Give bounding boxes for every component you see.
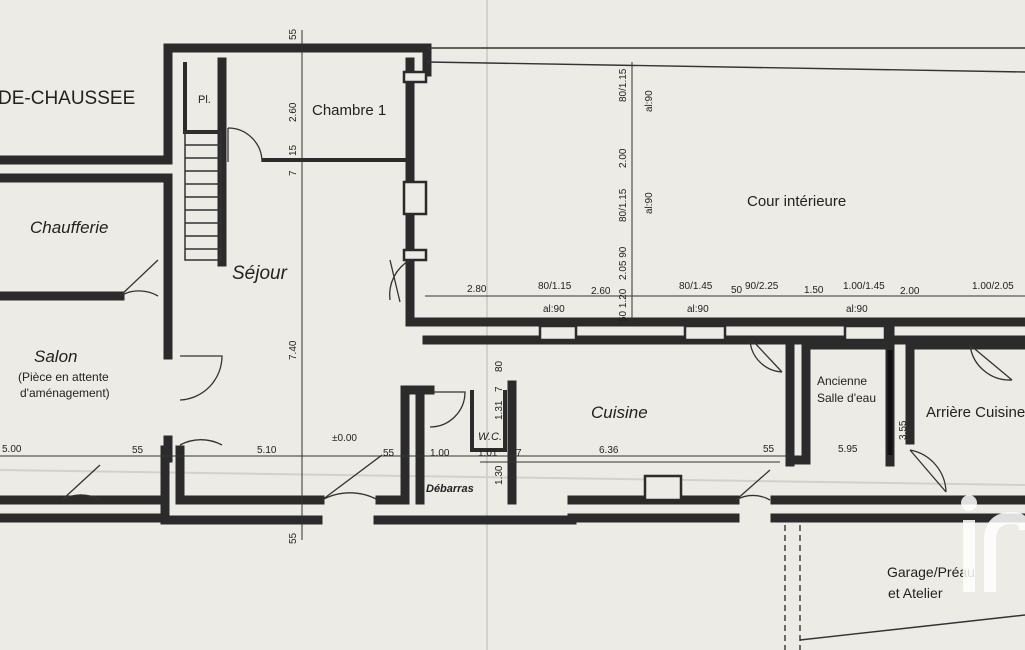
svg-text:2.80: 2.80: [467, 284, 487, 295]
svg-text:1.00/1.45: 1.00/1.45: [843, 281, 885, 292]
room-label-chambre-1: Chambre 1: [312, 102, 386, 119]
room-note-salon-2: d'aménagement): [20, 386, 110, 400]
svg-text:5.95: 5.95: [838, 444, 858, 455]
svg-text:7: 7: [516, 448, 522, 459]
svg-text:1.31: 1.31: [494, 400, 505, 420]
svg-text:2.00: 2.00: [900, 286, 920, 297]
room-label-wc: W.C.: [478, 431, 502, 443]
svg-text:7.40: 7.40: [288, 340, 299, 360]
room-note-salon-1: (Pièce en attente: [18, 370, 109, 384]
room-label-cour-interieure: Cour intérieure: [747, 193, 846, 210]
svg-text:1.01: 1.01: [478, 448, 498, 459]
svg-text:80: 80: [494, 360, 505, 372]
room-label-garage-1: Garage/Préau: [887, 564, 975, 580]
dimension-labels: 55 2.60 15 7 7.40 55 80/1.15 al:90 2.00 …: [2, 28, 1014, 544]
svg-text:5.10: 5.10: [257, 445, 277, 456]
staircase: [184, 131, 222, 261]
svg-text:15: 15: [288, 144, 299, 156]
svg-text:55: 55: [763, 444, 775, 455]
plan-title: DE-CHAUSSEE: [0, 88, 135, 109]
svg-text:80/1.45: 80/1.45: [679, 281, 713, 292]
svg-text:1.30: 1.30: [494, 465, 505, 485]
svg-text:al:90: al:90: [846, 304, 868, 315]
svg-text:7: 7: [288, 170, 299, 176]
svg-text:1.00: 1.00: [430, 448, 450, 459]
room-label-ancienne-1: Ancienne: [817, 374, 867, 388]
svg-text:2.60: 2.60: [591, 286, 611, 297]
svg-text:90/2.25: 90/2.25: [745, 281, 779, 292]
svg-text:2.60: 2.60: [288, 102, 299, 122]
iad-logo-watermark: [961, 495, 1025, 592]
dimension-lines: [0, 30, 1025, 540]
svg-text:1.50: 1.50: [804, 285, 824, 296]
svg-text:80/1.15: 80/1.15: [618, 188, 629, 222]
room-label-cuisine: Cuisine: [591, 403, 648, 422]
room-label-chaufferie: Chaufferie: [30, 218, 108, 237]
doors: [61, 127, 1013, 501]
svg-text:7: 7: [494, 386, 505, 392]
svg-text:al:90: al:90: [543, 304, 565, 315]
svg-text:al:90: al:90: [687, 304, 709, 315]
svg-text:al:90: al:90: [644, 90, 655, 112]
svg-text:2.05 90: 2.05 90: [618, 246, 629, 280]
walls: [0, 43, 1025, 650]
room-label-ancienne-2: Salle d'eau: [817, 391, 876, 405]
svg-text:5.00: 5.00: [2, 444, 22, 455]
room-label-pl: Pl.: [198, 94, 211, 106]
svg-text:55: 55: [288, 532, 299, 544]
svg-text:50 1.20: 50 1.20: [618, 288, 629, 322]
svg-text:6.36: 6.36: [599, 445, 619, 456]
svg-text:3.55: 3.55: [898, 420, 909, 440]
room-label-arriere-cuisine: Arrière Cuisine: [926, 404, 1025, 421]
svg-text:2.00: 2.00: [618, 148, 629, 168]
room-label-garage-2: et Atelier: [888, 585, 943, 601]
room-label-salon: Salon: [34, 347, 77, 366]
svg-text:55: 55: [383, 448, 395, 459]
svg-text:55: 55: [132, 445, 144, 456]
svg-text:55: 55: [288, 28, 299, 40]
svg-text:50: 50: [731, 285, 743, 296]
svg-text:±0.00: ±0.00: [332, 433, 357, 444]
svg-text:al:90: al:90: [644, 192, 655, 214]
svg-text:1.00/2.05: 1.00/2.05: [972, 281, 1014, 292]
room-label-sejour: Séjour: [232, 263, 288, 284]
svg-text:80/1.15: 80/1.15: [618, 68, 629, 102]
svg-text:80/1.15: 80/1.15: [538, 281, 572, 292]
room-label-debarras: Débarras: [426, 483, 474, 495]
